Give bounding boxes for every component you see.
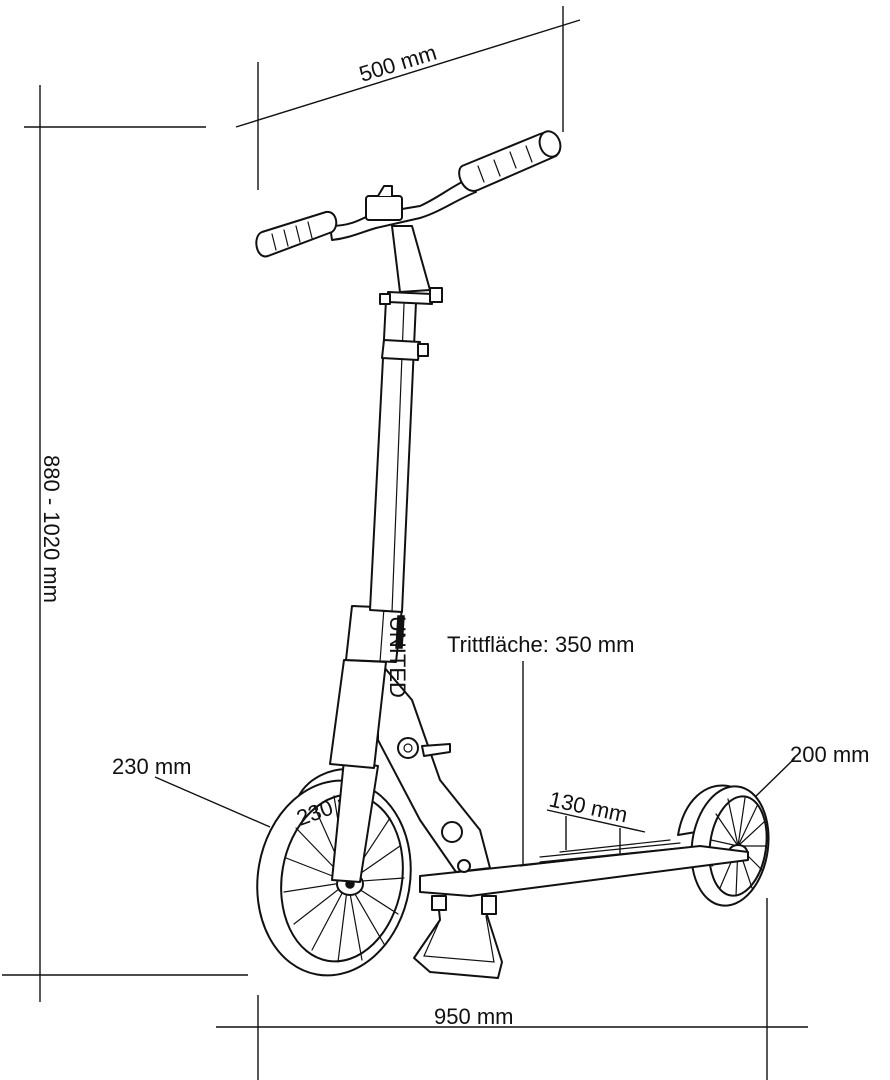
left-grip-body (255, 210, 338, 258)
kickstand-clip-right (481, 895, 497, 915)
total-length-label: 950 mm (434, 1004, 513, 1029)
top-collar-tab-left (379, 293, 391, 305)
top-collar-tab-right (429, 287, 443, 303)
folding-joint (441, 821, 463, 843)
kickstand (413, 895, 503, 979)
right-grip (458, 130, 562, 192)
deck-body (419, 845, 749, 897)
top-collar (387, 291, 433, 305)
height-clamp-tab (417, 343, 429, 357)
right-grip-texture (477, 145, 533, 183)
folding-lever (421, 743, 451, 757)
handlebar-clamp (365, 195, 403, 221)
collar-seam (379, 607, 385, 663)
left-grip (255, 210, 338, 258)
deck-width-line (546, 809, 646, 833)
folding-frame (377, 659, 491, 873)
height-clamp (381, 339, 421, 361)
deck (419, 839, 749, 897)
deck-grip-texture (539, 839, 681, 863)
rear-wheel-leader (751, 757, 796, 801)
scooter: 230 mm UNITED (255, 130, 770, 979)
right-grip-end-cap (538, 130, 562, 158)
head-tube: UNITED (329, 605, 410, 769)
steering-column (391, 225, 431, 293)
collar-clamp-lever (395, 615, 405, 649)
handlebar (255, 130, 562, 258)
kickstand-clip-left (431, 895, 447, 911)
folding-bolt (397, 737, 419, 759)
folding-mechanism (377, 659, 491, 873)
folding-bolt-center (403, 743, 413, 753)
height-label: 880 - 1020 mm (39, 455, 64, 603)
kickstand-inner (423, 915, 495, 963)
left-grip-texture (271, 221, 313, 251)
front-wheel-label: 230 mm (112, 754, 191, 779)
rear-wheel (677, 784, 770, 907)
deck-width-label: 130 mm (547, 786, 630, 827)
head-tube-body (329, 659, 387, 769)
handlebar-width-label: 500 mm (356, 40, 439, 87)
handlebar-width-line (235, 19, 581, 128)
deck-length-label: Trittfläche: 350 mm (447, 632, 634, 657)
rear-wheel-label: 200 mm (790, 742, 869, 767)
folding-pin (457, 859, 471, 873)
front-wheel-leader (154, 776, 271, 828)
handlebar-bolt (377, 185, 393, 197)
dimension-lines (2, 6, 808, 1080)
upper-collars (379, 287, 443, 361)
